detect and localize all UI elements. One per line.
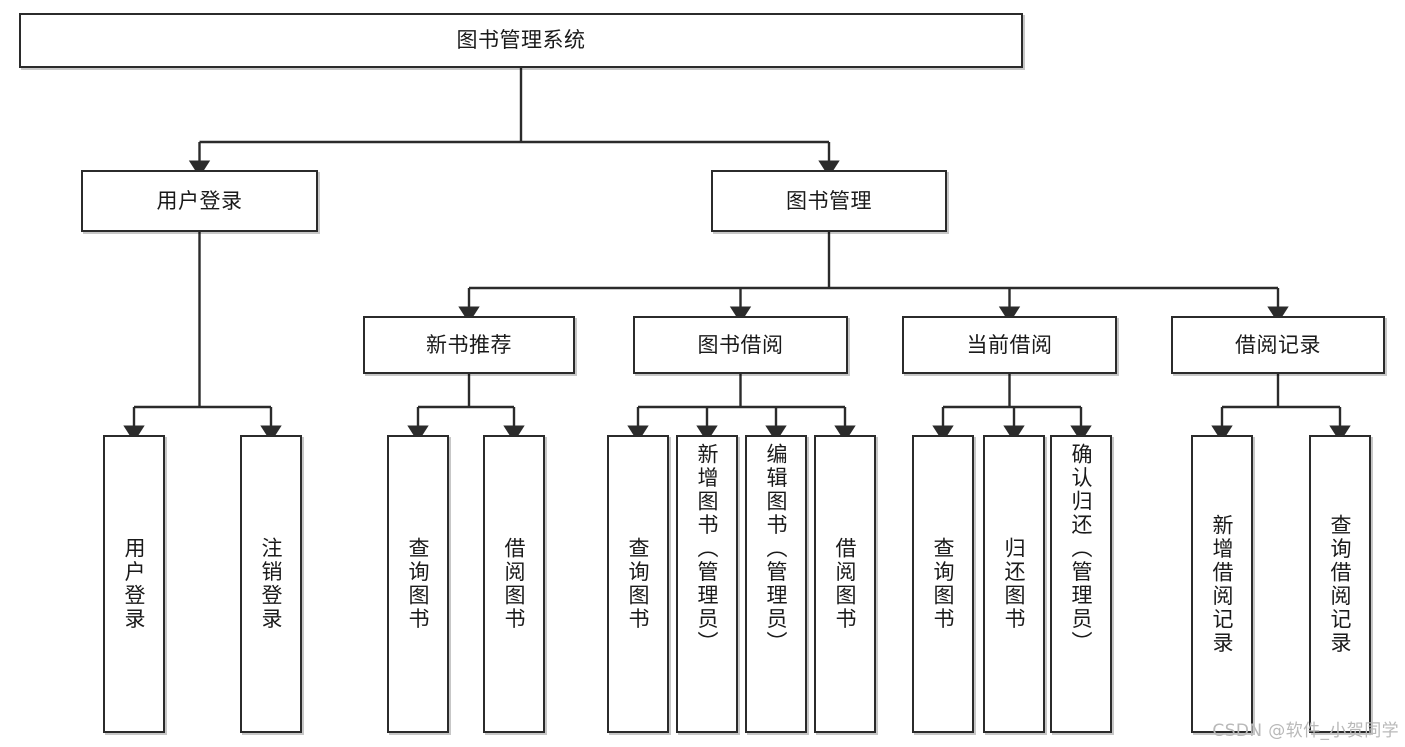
node-root-label: 图书管理系统: [456, 28, 586, 53]
node-new-book-recommend-label: 新书推荐: [426, 332, 512, 357]
node-borrow-record[interactable]: 借阅记录: [1171, 316, 1385, 374]
node-book-manage[interactable]: 图书管理: [711, 170, 947, 232]
node-query-borrow-record[interactable]: 查询借阅记录: [1309, 435, 1371, 733]
node-current-borrow[interactable]: 当前借阅: [902, 316, 1117, 374]
node-label: 查询借阅记录: [1328, 513, 1353, 655]
node-root[interactable]: 图书管理系统: [19, 13, 1023, 68]
node-confirm-return-admin[interactable]: 确认归还（管理员）: [1050, 435, 1112, 733]
node-query-book-borrow[interactable]: 查询图书: [607, 435, 669, 733]
node-label: 查询图书: [931, 537, 956, 631]
watermark: CSDN @软件_小贺同学: [1212, 721, 1399, 741]
node-borrow-book-rec[interactable]: 借阅图书: [483, 435, 545, 733]
node-label: 注销登录: [259, 537, 284, 631]
node-borrow-record-label: 借阅记录: [1235, 332, 1321, 357]
node-edit-book-admin[interactable]: 编辑图书（管理员）: [745, 435, 807, 733]
node-label: 借阅图书: [833, 537, 858, 631]
node-borrow-book[interactable]: 借阅图书: [814, 435, 876, 733]
node-label: 用户登录: [122, 537, 147, 631]
node-label: 查询图书: [626, 537, 651, 631]
node-user-login[interactable]: 用户登录: [103, 435, 165, 733]
node-label: 新增图书（管理员）: [695, 443, 720, 655]
node-current-borrow-label: 当前借阅: [966, 332, 1053, 357]
node-add-borrow-record[interactable]: 新增借阅记录: [1191, 435, 1253, 733]
node-label: 查询图书: [406, 537, 431, 631]
node-book-borrow[interactable]: 图书借阅: [633, 316, 848, 374]
edges: [123, 68, 1351, 443]
node-user-login-label: 用户登录: [156, 188, 243, 213]
node-label: 编辑图书（管理员）: [764, 443, 789, 655]
node-book-manage-label: 图书管理: [786, 188, 872, 213]
node-label: 归还图书: [1002, 537, 1027, 631]
node-query-book-cur[interactable]: 查询图书: [912, 435, 974, 733]
node-add-book-admin[interactable]: 新增图书（管理员）: [676, 435, 738, 733]
node-new-book-recommend[interactable]: 新书推荐: [363, 316, 575, 374]
node-label: 新增借阅记录: [1210, 513, 1235, 655]
node-book-borrow-label: 图书借阅: [697, 332, 784, 357]
node-user-login[interactable]: 用户登录: [81, 170, 318, 232]
node-label: 确认归还（管理员）: [1069, 443, 1094, 655]
node-label: 借阅图书: [502, 537, 527, 631]
node-query-book-rec[interactable]: 查询图书: [387, 435, 449, 733]
node-logout-login[interactable]: 注销登录: [240, 435, 302, 733]
node-return-book[interactable]: 归还图书: [983, 435, 1045, 733]
